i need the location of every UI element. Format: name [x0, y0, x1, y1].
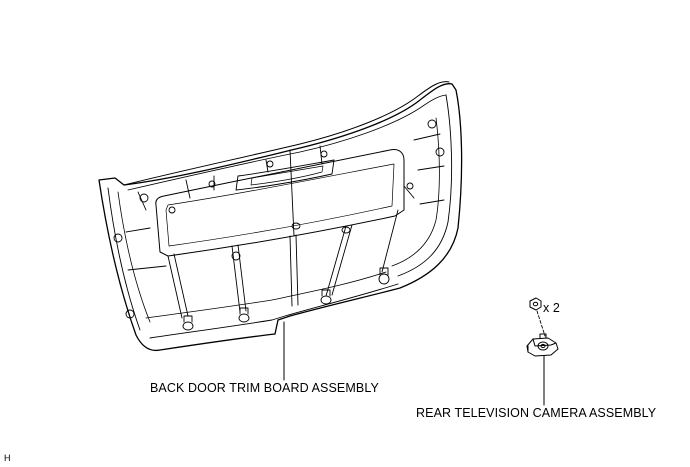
trim-board-ribs — [125, 133, 445, 319]
fastener-quantity-label: x 2 — [543, 301, 560, 315]
trim-board-bottom-flange-inner — [145, 271, 387, 319]
camera-fastener-dashed-line — [536, 310, 546, 337]
trim-board-left-flange — [107, 187, 141, 331]
trim-board-top-rim-inner — [127, 94, 447, 191]
trim-board-label: BACK DOOR TRIM BOARD ASSEMBLY — [150, 381, 379, 395]
trim-board-handle-pocket-inner — [250, 165, 324, 186]
trim-board-left-flange-inner — [117, 191, 151, 323]
figure-code-label: H — [4, 453, 11, 463]
fastener-nut-icon — [529, 297, 542, 311]
trim-board-clips — [113, 119, 445, 331]
trim-board-top-rim — [123, 81, 450, 186]
trim-board-outline — [98, 83, 463, 352]
back-door-trim-board — [98, 81, 463, 352]
trim-board-bottom-flange — [149, 283, 399, 339]
trim-board-window-recess — [155, 149, 405, 257]
trim-board-right-flange — [397, 94, 453, 277]
trim-board-right-flange-inner — [391, 117, 440, 267]
rear-camera-assembly-icon — [526, 333, 559, 357]
trim-board-handle-pocket — [235, 159, 335, 191]
trim-board-window-recess-inner — [165, 163, 395, 247]
camera-assembly-label: REAR TELEVISION CAMERA ASSEMBLY — [416, 406, 657, 420]
